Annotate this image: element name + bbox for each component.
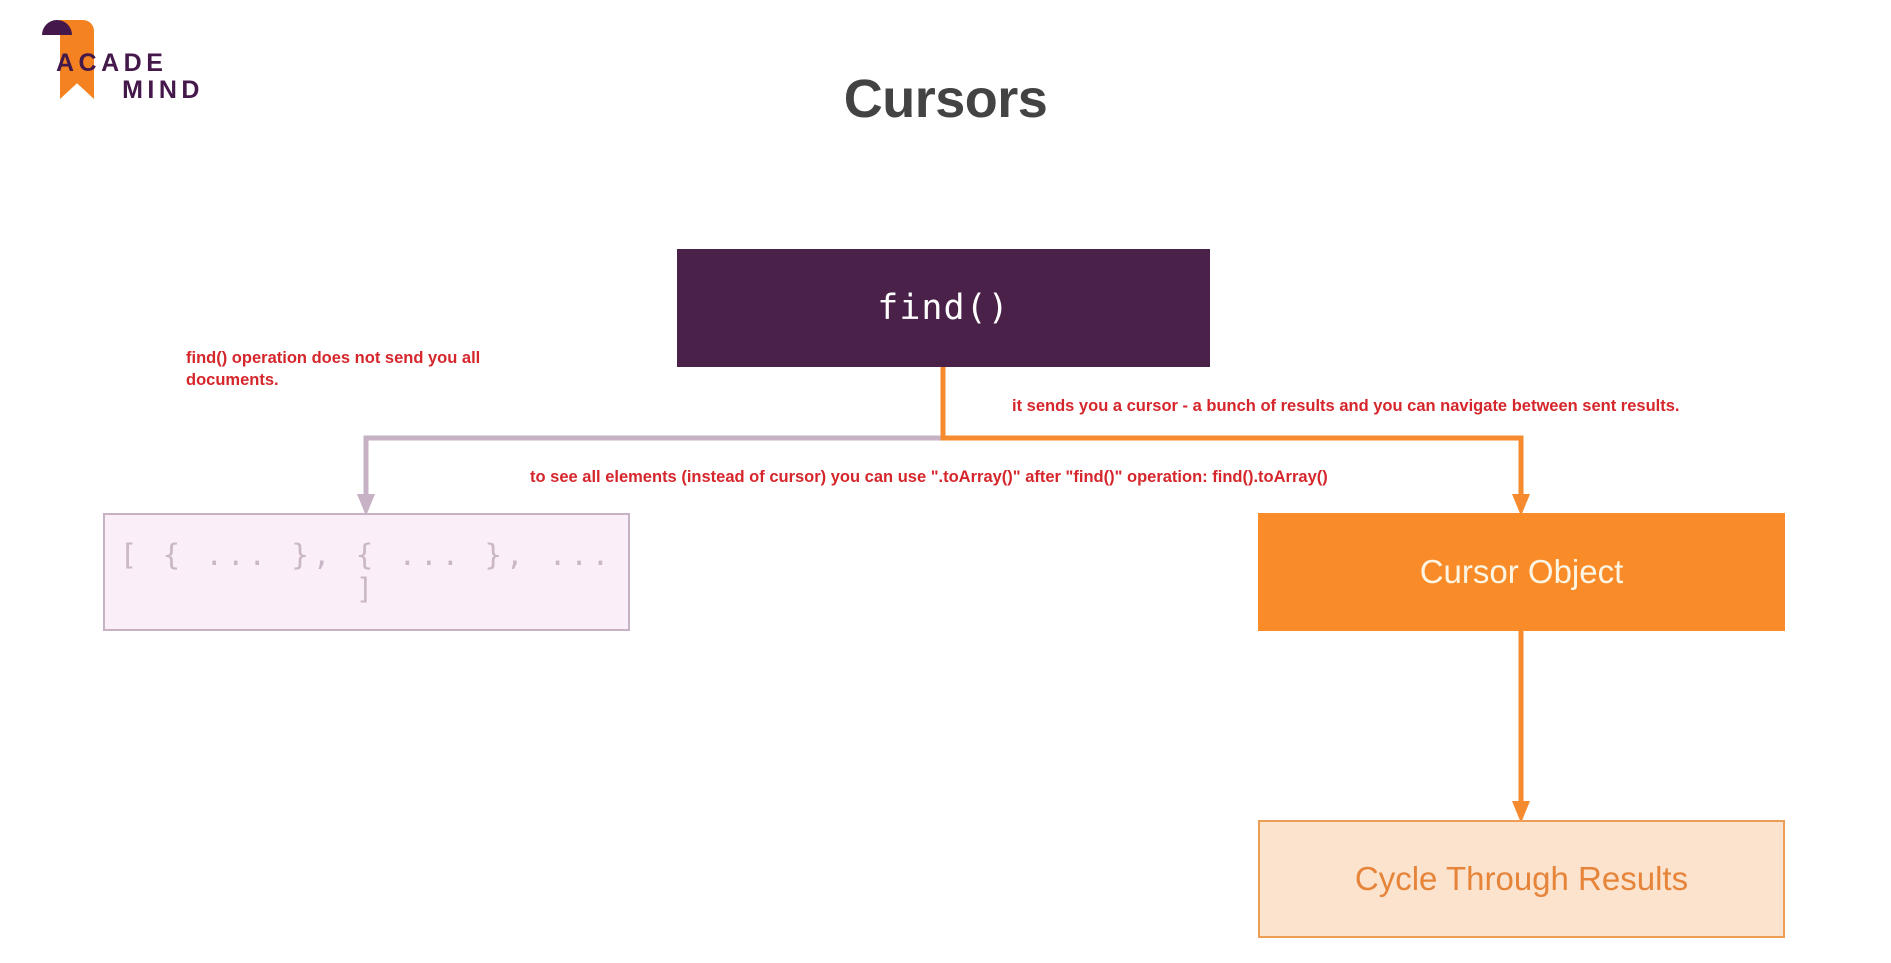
logo-line-mind: MIND (122, 76, 204, 104)
annotation-toarray: to see all elements (instead of cursor) … (530, 468, 1328, 486)
logo-wordmark: ACADE MIND (56, 50, 232, 104)
academind-logo: ACADE MIND (22, 8, 232, 128)
node-cursor-object[interactable]: Cursor Object (1258, 513, 1785, 631)
annotation-sends-cursor: it sends you a cursor - a bunch of resul… (1012, 397, 1680, 415)
annotation-find-no-documents: find() operation does not send you all d… (186, 349, 481, 389)
logo-cap-shape (42, 20, 72, 35)
connector-find-to-cursor (940, 367, 1530, 516)
node-find[interactable]: find() (677, 249, 1210, 367)
node-cycle-through-results[interactable]: Cycle Through Results (1258, 820, 1785, 938)
logo-line-acade: ACADE (56, 49, 168, 77)
bookmark-flag-icon (42, 13, 94, 99)
node-array-result[interactable]: [ { ... }, { ... }, ... ] (103, 513, 630, 631)
page-title: Cursors (843, 69, 1048, 129)
connector-cursor-to-cycle (1512, 631, 1530, 823)
